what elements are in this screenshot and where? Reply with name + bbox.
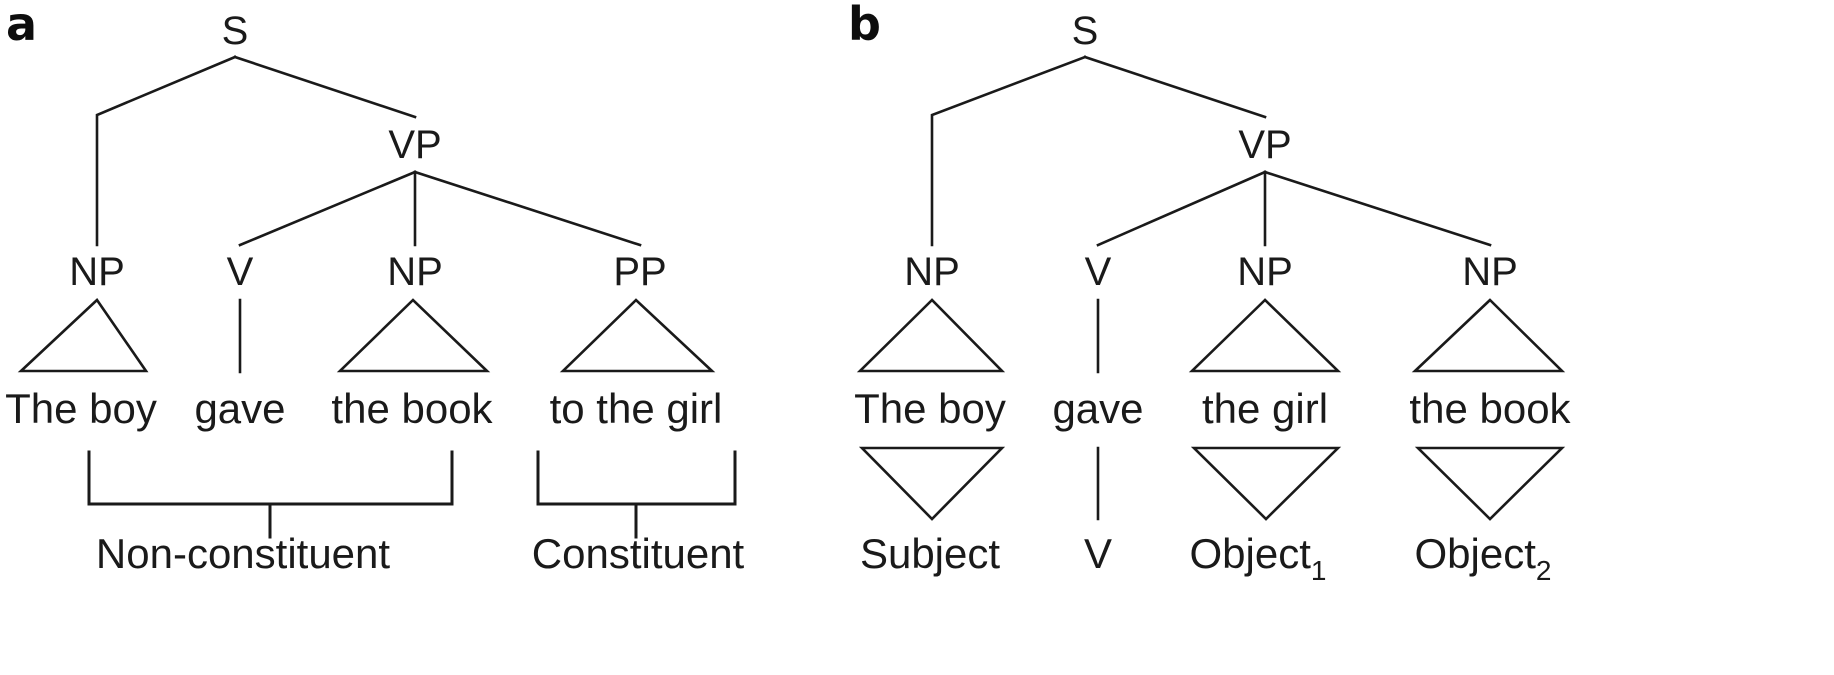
panel-b-edge-vp-v bbox=[1096, 170, 1267, 247]
panel-b-role-v-base: V bbox=[1084, 530, 1112, 577]
panel-b-triangle-np-object2 bbox=[1411, 298, 1566, 373]
panel-b-inverted-triangle-object2 bbox=[1414, 446, 1566, 521]
panel-a-word-3: to the girl bbox=[550, 385, 723, 432]
panel-b-node-np-subject: NP bbox=[904, 250, 960, 294]
panel-b-edge-s-np bbox=[930, 55, 1087, 247]
panel-b-edge-vp-np2 bbox=[1263, 170, 1492, 247]
panel-a-edge-s-np bbox=[95, 55, 237, 247]
panel-b-node-vp: VP bbox=[1238, 123, 1291, 167]
panel-a-label-non-constituent: Non-constituent bbox=[96, 530, 390, 577]
panel-a-word-1: gave bbox=[194, 385, 285, 432]
panel-a: a S VP NP V NP PP The boy bbox=[5, 0, 744, 577]
panel-a-label-constituent: Constituent bbox=[532, 530, 745, 577]
panel-a-node-np-subject: NP bbox=[69, 250, 125, 294]
panel-a-edge-vp-pp bbox=[413, 170, 642, 247]
panel-b-role-subject-base: Subject bbox=[860, 530, 1000, 577]
panel-b-role-object1-base: Object bbox=[1190, 530, 1312, 577]
panel-a-edge-vp-v bbox=[238, 170, 417, 247]
panel-b-role-v: V bbox=[1084, 530, 1112, 577]
panel-b-inverted-triangle-subject bbox=[858, 446, 1006, 521]
panel-b-node-np-object1: NP bbox=[1237, 250, 1293, 294]
panel-b-role-object1: Object1 bbox=[1190, 530, 1327, 586]
panel-b-word-0: The boy bbox=[854, 385, 1006, 432]
panel-b-edge-s-vp bbox=[1083, 55, 1267, 119]
panel-b-node-s: S bbox=[1072, 9, 1099, 53]
panel-b-word-1: gave bbox=[1052, 385, 1143, 432]
panel-a-word-0: The boy bbox=[5, 385, 157, 432]
panel-a-bracket-constituent bbox=[536, 450, 737, 506]
panel-b-node-v: V bbox=[1085, 250, 1112, 294]
panel-b: b S VP NP V NP NP The boy bbox=[848, 0, 1572, 586]
panel-b-triangle-np-object1 bbox=[1188, 298, 1342, 373]
panel-a-node-s: S bbox=[222, 9, 249, 53]
panel-b-inverted-triangle-object1 bbox=[1190, 446, 1342, 521]
panel-a-triangle-np-object bbox=[336, 298, 491, 373]
panel-b-role-subject: Subject bbox=[860, 530, 1000, 577]
panel-b-role-object2: Object2 bbox=[1415, 530, 1552, 586]
panel-a-node-vp: VP bbox=[388, 123, 441, 167]
panel-a-word-2: the book bbox=[331, 385, 493, 432]
panel-b-role-object2-base: Object bbox=[1415, 530, 1537, 577]
panel-a-bracket-non-constituent bbox=[87, 450, 454, 506]
panel-a-node-v: V bbox=[227, 250, 254, 294]
panel-b-node-np-object2: NP bbox=[1462, 250, 1518, 294]
panel-a-edge-s-vp bbox=[233, 55, 417, 119]
panel-b-word-3: the book bbox=[1409, 385, 1571, 432]
panel-b-role-object1-sub: 1 bbox=[1311, 555, 1327, 586]
panel-a-triangle-np-subject bbox=[17, 298, 149, 373]
panel-a-node-np-object: NP bbox=[387, 250, 443, 294]
panel-b-word-2: the girl bbox=[1202, 385, 1328, 432]
panel-a-node-pp: PP bbox=[613, 250, 666, 294]
panel-b-letter: b bbox=[848, 0, 881, 51]
panel-b-triangle-np-subject bbox=[856, 298, 1006, 373]
panel-b-role-object2-sub: 2 bbox=[1536, 555, 1552, 586]
panel-a-triangle-pp bbox=[559, 298, 716, 373]
panel-a-letter: a bbox=[6, 0, 37, 51]
